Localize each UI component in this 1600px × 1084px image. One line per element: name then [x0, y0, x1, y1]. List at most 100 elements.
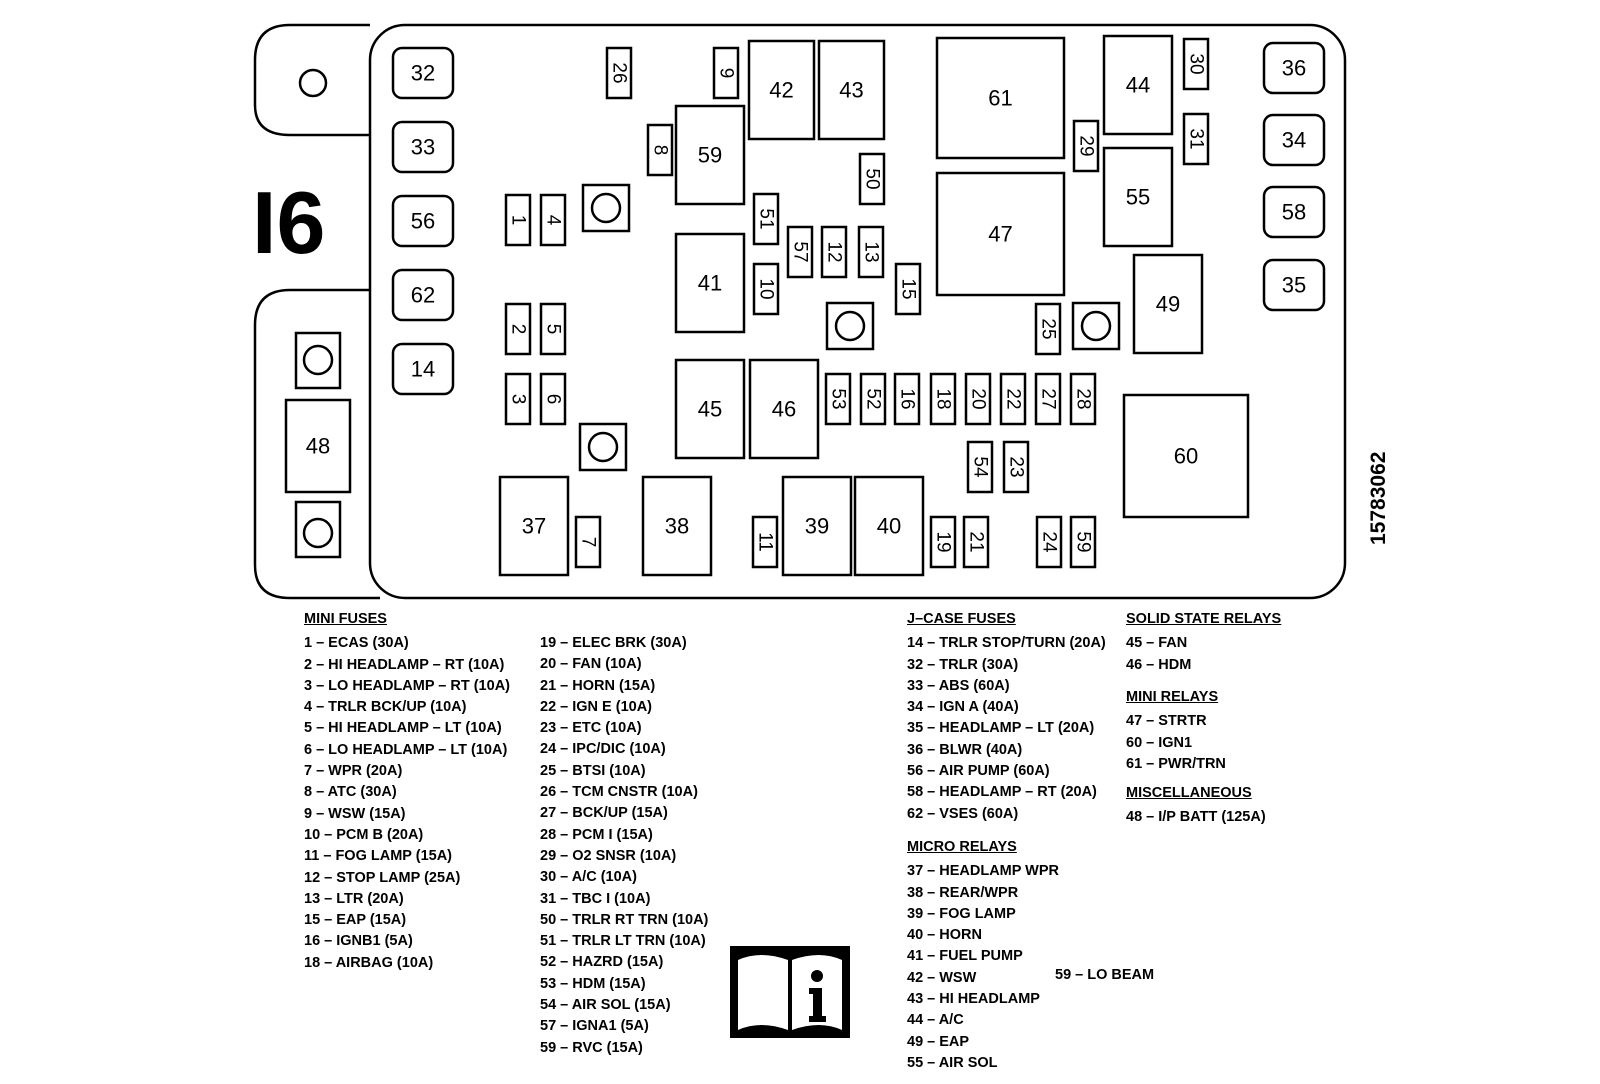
legend-item: 47 – STRTR [1126, 713, 1207, 730]
legend-item: 32 – TRLR (30A) [907, 656, 1019, 673]
fuse-label: 7 [578, 537, 599, 548]
fuse-outline [1072, 119, 1100, 173]
fuse-label: 42 [769, 78, 793, 103]
legend-item: 27 – BCK/UP (15A) [540, 805, 668, 822]
legend-item: 16 – IGNB1 (5A) [304, 933, 413, 950]
fuse-label: 16 [897, 388, 918, 409]
fuse-11: 11 [751, 515, 779, 569]
fuse-59: 59 [1069, 515, 1097, 569]
fuse-label: 31 [1186, 128, 1207, 149]
legend-heading-miscellaneous: MISCELLANEOUS [1126, 785, 1252, 801]
legend-item: 37 – HEADLAMP WPR [907, 863, 1060, 880]
fuse-label: 3 [508, 394, 529, 405]
fuse-outline [781, 475, 853, 577]
fuse-outline [391, 120, 455, 174]
legend-item: 13 – LTR (20A) [304, 890, 404, 907]
fuse-15: 15 [894, 262, 922, 316]
fuse-31: 31 [1182, 112, 1210, 166]
fuse-label: 28 [1073, 388, 1094, 409]
fuse-label: 46 [772, 397, 796, 422]
fuse-outline [752, 192, 780, 246]
fuse-outline [641, 475, 713, 577]
fuse-label: 54 [970, 456, 991, 478]
fuse-outline [284, 398, 352, 494]
fuse-label: 19 [933, 531, 954, 552]
legend-item: 43 – HI HEADLAMP [907, 991, 1040, 1008]
fuse-label: 57 [790, 241, 811, 262]
fuse-48: 48 [284, 398, 352, 494]
fuse-label: 53 [828, 388, 849, 409]
fuse-label: 50 [862, 168, 883, 189]
fuse-14: 14 [391, 342, 455, 396]
fuse-label: 20 [968, 388, 989, 409]
fuse-outline [935, 171, 1066, 297]
fuse-outline [786, 225, 814, 279]
legend-mini-fuses-col2: 19 – ELEC BRK (30A)20 – FAN (10A)21 – HO… [540, 633, 708, 1059]
fuse-label: 41 [698, 271, 722, 296]
legend-item: 20 – FAN (10A) [540, 656, 642, 673]
legend-jcase-fuses: J–CASE FUSES 14 – TRLR STOP/TURN (20A)32… [907, 609, 1106, 825]
legend-item: 35 – HEADLAMP – LT (20A) [907, 720, 1095, 737]
fuse-36: 36 [1262, 41, 1326, 95]
fuse-outline [935, 36, 1066, 160]
fuse-label: 27 [1038, 388, 1059, 409]
fuse-label: 24 [1039, 531, 1060, 553]
fuse-label: 43 [839, 78, 863, 103]
fuse-8: 8 [646, 123, 674, 177]
fuse-outline [539, 193, 567, 247]
fuse-label: 36 [1282, 56, 1306, 81]
fuse-outline [1122, 393, 1250, 519]
fuse-30: 30 [1182, 37, 1210, 91]
fuse-outline [712, 46, 740, 100]
fuse-2: 2 [504, 302, 532, 356]
legend-item: 31 – TBC I (10A) [540, 890, 651, 907]
legend-item: 61 – PWR/TRN [1126, 755, 1226, 772]
legend-item: 42 – WSW [907, 969, 977, 986]
fuse-outline [929, 372, 957, 426]
fuse-label: 14 [411, 357, 435, 382]
fuse-outline [504, 193, 532, 247]
fuse-50: 50 [858, 152, 886, 206]
legend-item: 26 – TCM CNSTR (10A) [540, 784, 698, 801]
fuse-51: 51 [752, 192, 780, 246]
fuse-54: 54 [966, 440, 994, 494]
fuse-41: 41 [674, 232, 746, 334]
fuse-21: 21 [962, 515, 990, 569]
fuse-outline [817, 39, 886, 141]
fuse-outline [498, 475, 570, 577]
legend-item: 14 – TRLR STOP/TURN (20A) [907, 635, 1106, 652]
fuse-label: 13 [861, 241, 882, 262]
legend-item: 23 – ETC (10A) [540, 720, 642, 737]
fuse-18: 18 [929, 372, 957, 426]
fuse-5: 5 [539, 302, 567, 356]
legend-item: 7 – WPR (20A) [304, 763, 403, 780]
legend-item: 28 – PCM I (15A) [540, 826, 653, 843]
fuse-outline [391, 194, 455, 248]
fuse-label: 21 [966, 531, 987, 552]
fuse-27: 27 [1034, 372, 1062, 426]
fuse-label: 44 [1126, 73, 1150, 98]
fuse-6: 6 [539, 372, 567, 426]
fuse-42: 42 [747, 39, 816, 141]
fuse-34: 34 [1262, 113, 1326, 167]
legend-item: 19 – ELEC BRK (30A) [540, 635, 687, 651]
legend-item: 33 – ABS (60A) [907, 677, 1010, 694]
legend-mini-fuses-col1: MINI FUSES 1 – ECAS (30A)2 – HI HEADLAMP… [304, 609, 510, 974]
fuse-39: 39 [781, 475, 853, 577]
fuse-1: 1 [504, 193, 532, 247]
fuse-label: 11 [755, 532, 776, 552]
fuse-37: 37 [498, 475, 570, 577]
legend-item: 9 – WSW (15A) [304, 805, 406, 822]
legend-heading-solid-state-relays: SOLID STATE RELAYS [1126, 611, 1282, 627]
fuse-10: 10 [752, 262, 780, 316]
legend-item: 18 – AIRBAG (10A) [304, 954, 434, 971]
owner-manual-info-icon [730, 946, 850, 1038]
fuse-45: 45 [674, 358, 746, 460]
fuse-label: 1 [508, 215, 529, 226]
fuse-outline [1069, 515, 1097, 569]
fuse-outline [1102, 34, 1174, 136]
fuse-outline [1132, 253, 1204, 355]
fuse-24: 24 [1035, 515, 1063, 569]
fuse-28: 28 [1069, 372, 1097, 426]
